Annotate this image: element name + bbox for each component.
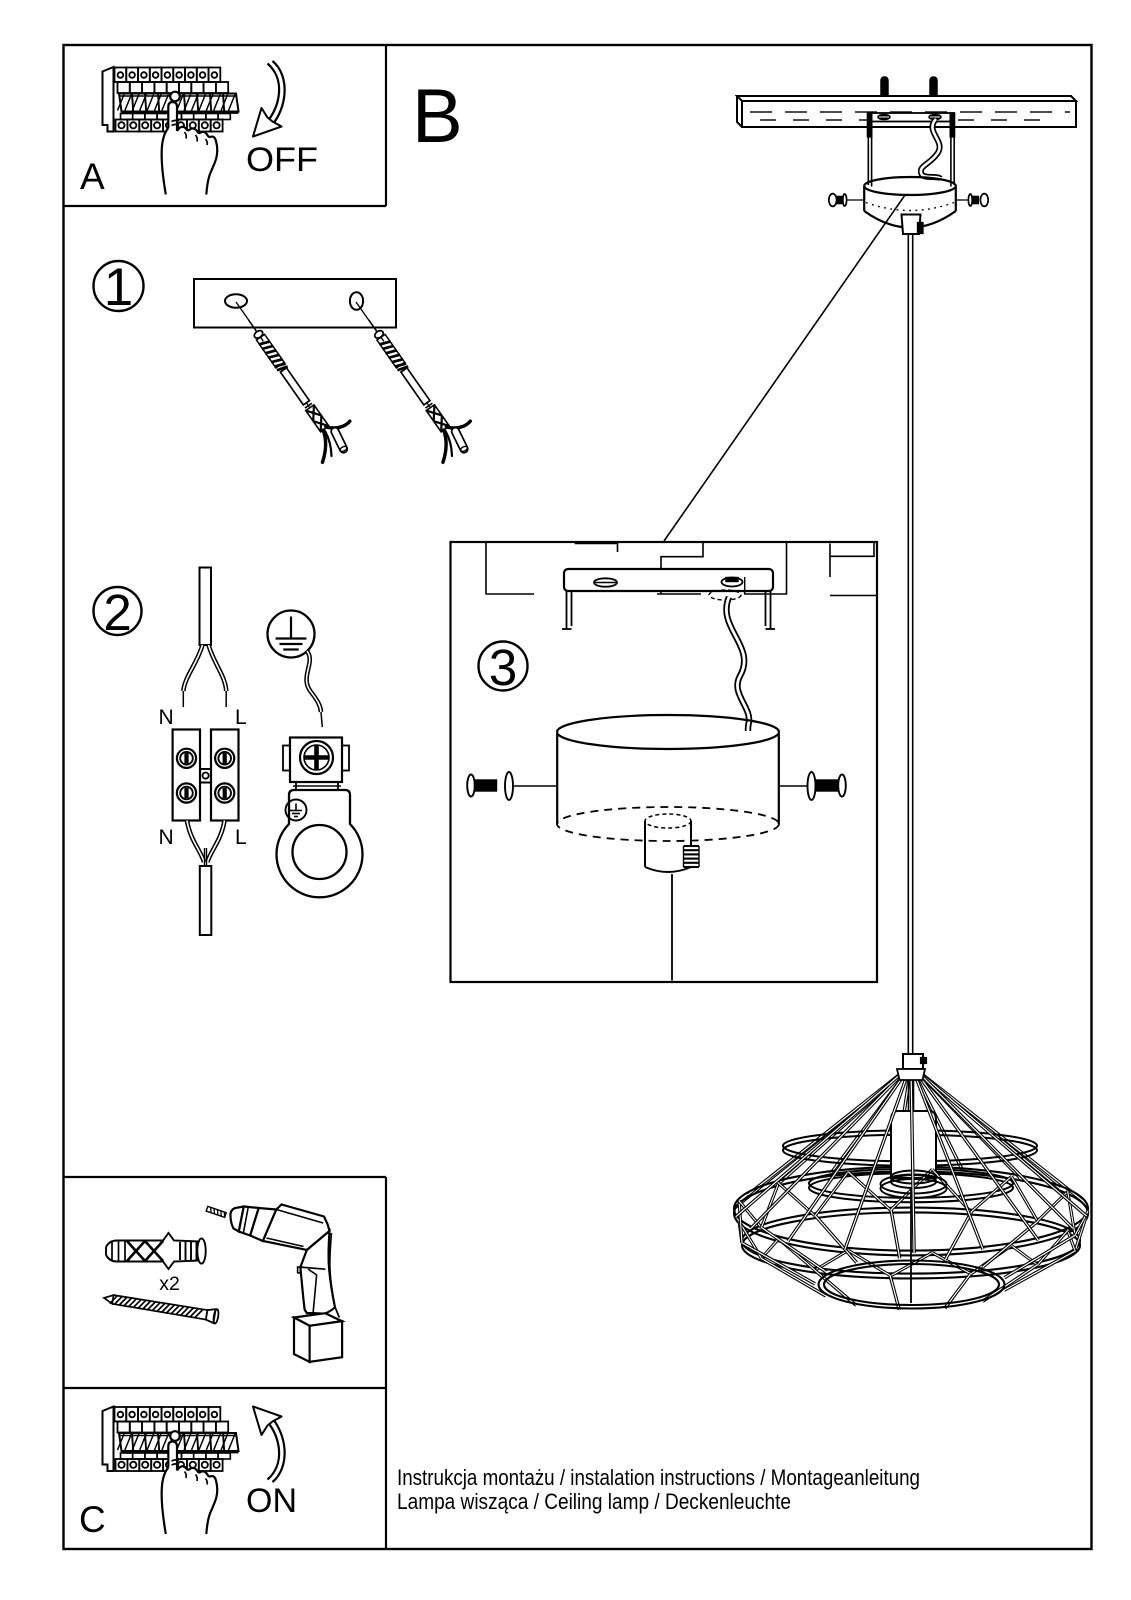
svg-text:2: 2 — [103, 584, 131, 641]
svg-text:Instrukcja montażu / instalati: Instrukcja montażu / instalation instruc… — [397, 1465, 920, 1490]
svg-text:A: A — [80, 156, 105, 197]
svg-text:C: C — [79, 1499, 106, 1540]
svg-text:L: L — [235, 706, 247, 729]
svg-text:B: B — [412, 74, 463, 159]
svg-text:Lampa wisząca / Ceiling lamp: Lampa wisząca / Ceiling lamp / Deckenleu… — [397, 1489, 791, 1514]
svg-text:ON: ON — [246, 1482, 297, 1520]
svg-text:N: N — [159, 706, 174, 729]
svg-text:N: N — [159, 826, 174, 849]
svg-text:x2: x2 — [159, 1273, 180, 1295]
svg-text:3: 3 — [489, 639, 517, 696]
svg-text:1: 1 — [104, 258, 133, 317]
svg-text:L: L — [235, 826, 247, 849]
svg-text:OFF: OFF — [246, 141, 318, 179]
